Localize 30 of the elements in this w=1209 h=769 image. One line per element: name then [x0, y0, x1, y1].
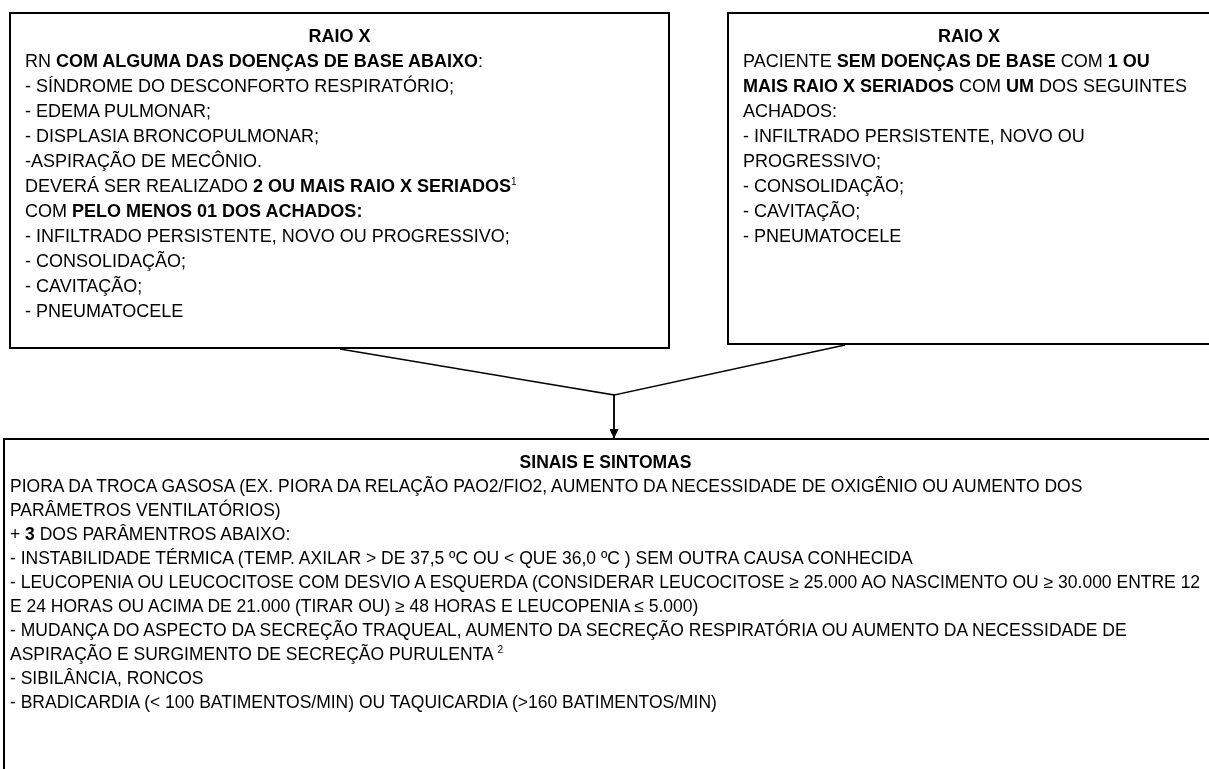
box-text: - BRADICARDIA (< 100 BATIMENTOS/MIN) OU TAQUICARDIA (>160 BATIMENTOS/MIN)	[10, 691, 718, 714]
box-heading: RAIO X	[307, 25, 372, 48]
box-text: RN COM ALGUMA DAS DOENÇAS DE BASE ABAIXO:	[25, 50, 485, 73]
box-heading: RAIO X	[937, 25, 1001, 48]
box-text: PACIENTE SEM DOENÇAS DE BASE COM 1 OU MAIS RAIO X SERIADOS COM UM DOS SEGUINTES ACHADOS:	[743, 50, 1189, 123]
arrow	[609, 344, 846, 439]
box-text: - SÍNDROME DO DESCONFORTO RESPIRATÓRIO;	[25, 74, 456, 98]
box-text: - INFILTRADO PERSISTENTE, NOVO OU PROGRESSIVO;	[743, 125, 1086, 173]
box-text: PIORA DA TROCA GASOSA (EX. PIORA DA RELAÇÃO PAO2/FIO2, AUMENTO DA NECESSIDADE DE OXIGÊNIO OU AUMENTO DOS PARÂMETROS VENTILATÓRIOS)	[10, 475, 1084, 522]
box-text: - PNEUMATOCELE	[25, 300, 185, 323]
box-text: - CONSOLIDAÇÃO;	[25, 250, 188, 273]
box-text: - MUDANÇA DO ASPECTO DA SECREÇÃO TRAQUEAL, AUMENTO DA SECREÇÃO RESPIRATÓRIA OU AUMENTO DA NECESSIDADE DE ASPIRAÇÃO E SURGIMENTO DE SECREÇÃO PURULENTA $^{2}$	[10, 618, 1128, 666]
text-box	[9, 12, 670, 349]
box-text: DEVERÁ SER REALIZADO 2 OU MAIS RAIO X SERIADOS$^{1}$	[25, 175, 518, 198]
box-text: - CONSOLIDAÇÃO;	[743, 175, 906, 198]
box-heading: SINAIS E SINTOMAS	[518, 451, 693, 474]
box-text: -ASPIRAÇÃO DE MECÔNIO.	[25, 149, 264, 173]
box-text: COM PELO MENOS 01 DOS ACHADOS:	[25, 200, 364, 223]
text-box	[3, 438, 1209, 769]
text-box	[727, 12, 1209, 345]
box-text: - CAVITAÇÃO;	[25, 275, 144, 298]
box-text: + 3 DOS PARÂMENTROS ABAIXO:	[10, 523, 292, 546]
box-text: - LEUCOPENIA OU LEUCOCITOSE COM DESVIO A ESQUERDA (CONSIDERAR LEUCOCITOSE ≥ 25.000 AO NASCIMENTO OU ≥ 30.000 ENTRE 12 E 24 HORAS OU ACIMA DE 21.000 (TIRAR OU) ≥ 48 HORAS E LEUCOPENIA ≤ 5.000)	[10, 571, 1201, 618]
box-text: - INFILTRADO PERSISTENTE, NOVO OU PROGRESSIVO;	[25, 225, 511, 248]
box-text: - EDEMA PULMONAR;	[25, 100, 213, 123]
box-text: - SIBILÂNCIA, RONCOS	[10, 667, 205, 690]
box-text: - DISPLASIA BRONCOPULMONAR;	[25, 125, 321, 148]
box-text: - PNEUMATOCELE	[743, 225, 903, 248]
box-text: - CAVITAÇÃO;	[743, 200, 862, 223]
box-text: - INSTABILIDADE TÉRMICA (TEMP. AXILAR > DE 37,5 ºC OU < QUE 36,0 ºC ) SEM OUTRA CAUSA CONHECIDA	[10, 547, 914, 570]
